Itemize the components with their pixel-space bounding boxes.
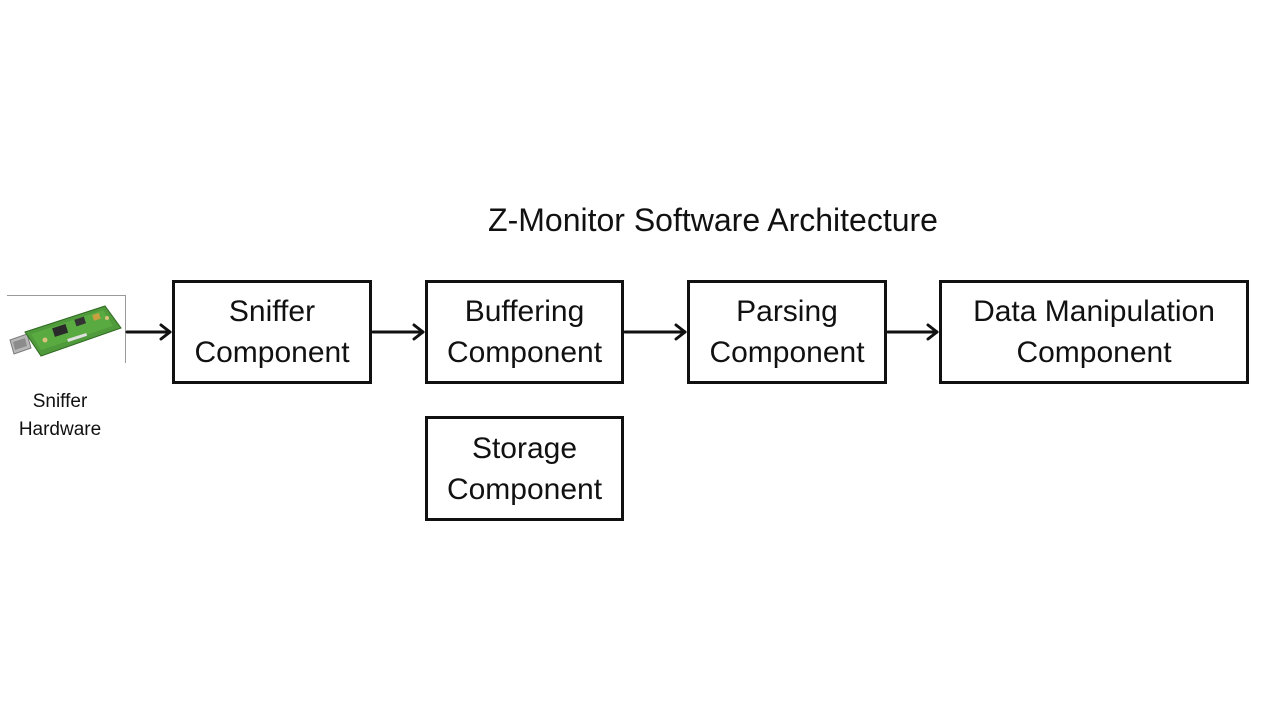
arrow-buffering-to-parsing	[623, 323, 687, 341]
arrow-sniffer-to-buffering	[371, 323, 425, 341]
data-manipulation-component-box: Data Manipulation Component	[939, 280, 1249, 384]
sniffer-hardware-label: Sniffer Hardware	[18, 391, 102, 440]
sniffer-hardware-image	[7, 295, 126, 363]
buffering-component-box: Buffering Component	[425, 280, 624, 384]
sniffer-component-label: Sniffer Component	[194, 295, 350, 369]
usb-board-icon	[9, 305, 122, 357]
data-manipulation-component-label: Data Manipulation Component	[973, 295, 1215, 369]
storage-component-box: Storage Component	[425, 416, 624, 521]
parsing-component-box: Parsing Component	[687, 280, 887, 384]
arrow-hardware-to-sniffer	[125, 323, 172, 341]
arrow-parsing-to-data-manipulation	[886, 323, 939, 341]
diagram-title-text: Z-Monitor Software Architecture	[488, 201, 938, 238]
buffering-component-label: Buffering Component	[446, 295, 603, 369]
parsing-component-label: Parsing Component	[709, 295, 865, 369]
diagram-title: Z-Monitor Software Architecture	[480, 198, 946, 242]
storage-component-label: Storage Component	[446, 431, 603, 506]
sniffer-component-box: Sniffer Component	[172, 280, 372, 384]
